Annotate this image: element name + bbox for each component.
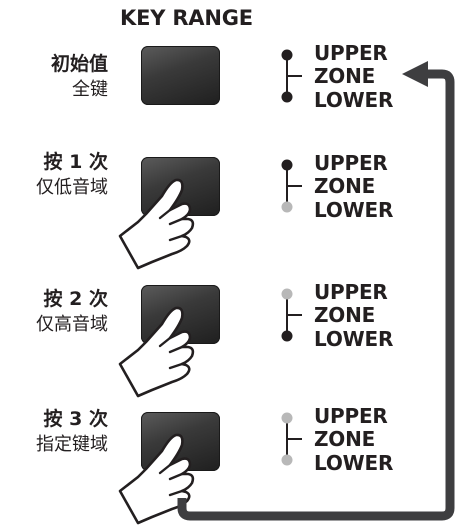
lower-label: LOWER (314, 88, 394, 112)
zone-indicator: UPPER ZONE LOWER (280, 42, 455, 116)
lower-label: LOWER (314, 198, 394, 222)
step-label-press-1: 按 1 次 仅低音域 (4, 150, 108, 200)
zone-indicator: UPPER ZONE LOWER (280, 281, 455, 355)
zone-indicator-graphic (281, 288, 302, 342)
lower-led (281, 454, 293, 466)
step-label-press-3: 按 3 次 指定键域 (4, 407, 108, 457)
diagram-title: KEY RANGE (120, 6, 253, 30)
lower-led (281, 201, 293, 213)
arrow-head-icon (402, 61, 428, 87)
step-label-initial: 初始值 全键 (4, 52, 108, 102)
zone-label: ZONE (314, 174, 376, 198)
pressing-finger-icon (118, 306, 195, 398)
step-label-line1: 初始值 (50, 53, 108, 75)
zone-indicator-graphic (281, 49, 302, 103)
lower-label: LOWER (314, 451, 394, 475)
zone-label: ZONE (314, 427, 376, 451)
lower-led (281, 91, 293, 103)
zone-indicator: UPPER ZONE LOWER (280, 152, 455, 226)
lower-led (281, 330, 293, 342)
zone-label: ZONE (314, 64, 376, 88)
upper-led (281, 159, 293, 171)
upper-led (281, 412, 293, 424)
pressing-finger-icon (118, 433, 195, 525)
zone-label: ZONE (314, 303, 376, 327)
arrow-line (177, 69, 455, 521)
step-label-line2: 指定键域 (36, 434, 108, 455)
step-label-line1: 按 2 次 (43, 288, 108, 310)
zone-indicator-graphic (281, 412, 302, 466)
upper-label: UPPER (314, 280, 388, 304)
pressing-finger-icon (118, 178, 195, 270)
step-label-line2: 全键 (72, 79, 108, 100)
upper-led (281, 288, 293, 300)
step-label-line1: 按 1 次 (43, 151, 108, 173)
zone-indicator: UPPER ZONE LOWER (280, 405, 455, 479)
key-range-button[interactable] (141, 46, 220, 105)
step-label-line2: 仅低音域 (36, 177, 108, 198)
upper-label: UPPER (314, 41, 388, 65)
upper-label: UPPER (314, 151, 388, 175)
upper-label: UPPER (314, 404, 388, 428)
lower-label: LOWER (314, 327, 394, 351)
zone-indicator-graphic (281, 159, 302, 213)
step-label-line2: 仅高音域 (36, 314, 108, 335)
step-label-line1: 按 3 次 (43, 408, 108, 430)
step-label-press-2: 按 2 次 仅高音域 (4, 287, 108, 337)
upper-led (281, 49, 293, 61)
